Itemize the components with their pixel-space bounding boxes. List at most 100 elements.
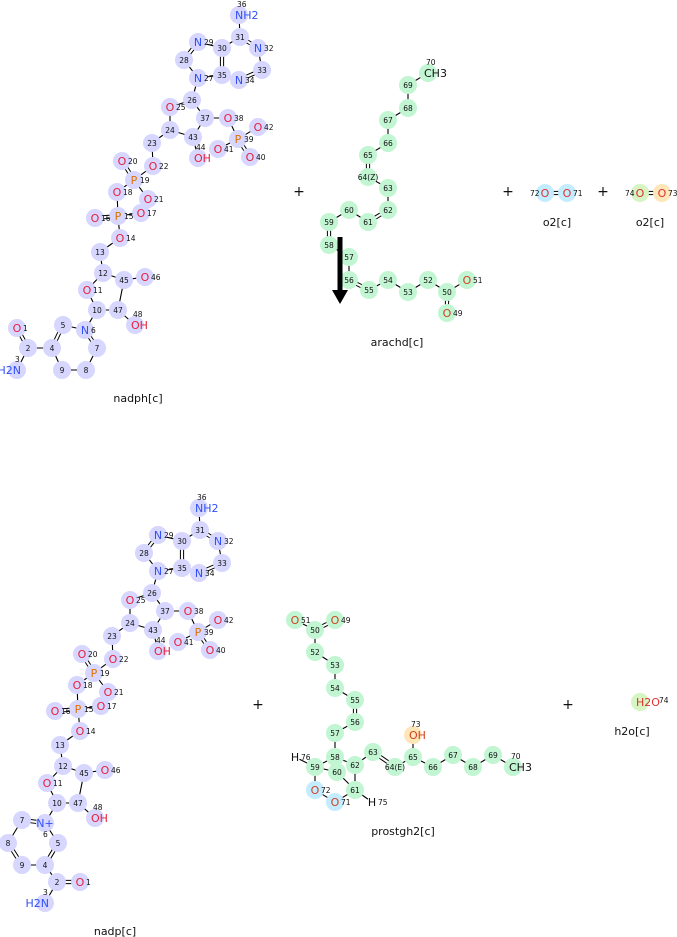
atom-number: 65 (408, 753, 418, 762)
atom-number: 56 (344, 276, 354, 285)
atom-highlight (241, 148, 259, 166)
atom-28: 28 (139, 549, 149, 558)
atom-highlight (191, 521, 209, 539)
atom-highlight (19, 339, 37, 357)
atom-highlight (173, 559, 191, 577)
atom-number: 40 (216, 646, 226, 655)
atom-symbol: CH3 (509, 761, 532, 774)
atom-highlight (379, 201, 397, 219)
atom-number: 34 (245, 76, 255, 85)
atom-symbol: N (214, 535, 222, 548)
atom-highlight (51, 736, 69, 754)
atom-number: 21 (114, 688, 124, 697)
atom-number: 24 (165, 126, 175, 135)
atom-number: 43 (188, 133, 198, 142)
atom-66: 66 (383, 139, 393, 148)
atom-symbol: OH (154, 645, 171, 658)
atom-number: 4 (43, 861, 48, 870)
atom-number: 9 (60, 366, 65, 375)
atom-number: 51 (301, 616, 311, 625)
atom-number: 22 (119, 655, 129, 664)
reaction-arrow (332, 237, 348, 304)
atom-47: 47 (113, 306, 123, 315)
atom-number: 69 (488, 751, 498, 760)
atom-number: 36 (237, 0, 247, 9)
atom-highlight (340, 201, 358, 219)
atom-number: 19 (100, 669, 110, 678)
atom-highlight (113, 152, 131, 170)
atom-number: 70 (511, 752, 521, 761)
atom-highlight (213, 39, 231, 57)
atom-highlight (144, 621, 162, 639)
atom-56: 56 (350, 718, 360, 727)
atom-highlight (75, 764, 93, 782)
atom-number: 54 (383, 276, 393, 285)
atom-67: 67 (448, 751, 458, 760)
atom-number: 72 (530, 189, 540, 198)
atom-symbol: O (331, 796, 340, 809)
atom-68: 68 (403, 104, 413, 113)
atom-symbol: O (184, 605, 193, 618)
atom-highlight (132, 204, 150, 222)
atom-symbol: O (636, 187, 645, 200)
atom-4: 4 (50, 344, 55, 353)
atom-symbol: O (443, 307, 452, 320)
atom-number: 12 (98, 269, 108, 278)
atom-number: 48 (93, 803, 103, 812)
atom-highlight (144, 157, 162, 175)
atom-highlight (54, 757, 72, 775)
atom-highlight (78, 281, 96, 299)
atom-50: 50 (310, 626, 320, 635)
atom-highlight (306, 621, 324, 639)
atom-highlight (86, 209, 104, 227)
atom-24: 24 (125, 619, 135, 628)
atom-33: 33 (257, 66, 267, 75)
atom-number: 33 (257, 66, 267, 75)
atom-number: 45 (79, 769, 89, 778)
atom-number: 47 (113, 306, 123, 315)
atom-number: 43 (148, 626, 158, 635)
atom-58: 58 (330, 753, 340, 762)
atom-highlight (536, 184, 554, 202)
atom-number: 67 (448, 751, 458, 760)
atom-64: 64(E) (385, 763, 405, 772)
atom-63: 63 (383, 184, 393, 193)
atom-symbol: N+ (36, 817, 53, 830)
atom-35: 35 (177, 564, 187, 573)
atom-highlight (49, 834, 67, 852)
atom-symbol: O (43, 777, 52, 790)
atom-symbol: O (166, 101, 175, 114)
atom-number: 42 (264, 123, 274, 132)
atom-highlight (189, 69, 207, 87)
atom-number: 35 (177, 564, 187, 573)
atom-number: 27 (204, 74, 214, 83)
atom-symbol: O (51, 705, 60, 718)
atom-highlight (359, 168, 377, 186)
atom-symbol: NH2 (195, 502, 219, 515)
atom-highlight (326, 679, 344, 697)
atom-highlight (121, 591, 139, 609)
atom-number: 32 (264, 44, 274, 53)
atom-number: 49 (453, 309, 463, 318)
atom-highlight (103, 627, 121, 645)
atom-symbol: N (254, 42, 262, 55)
atom-number: 14 (86, 727, 96, 736)
atom-highlight (320, 236, 338, 254)
atom-number: 26 (187, 96, 197, 105)
prostgh2-label: prostgh2[c] (371, 825, 435, 838)
atom-number: 46 (151, 273, 161, 282)
